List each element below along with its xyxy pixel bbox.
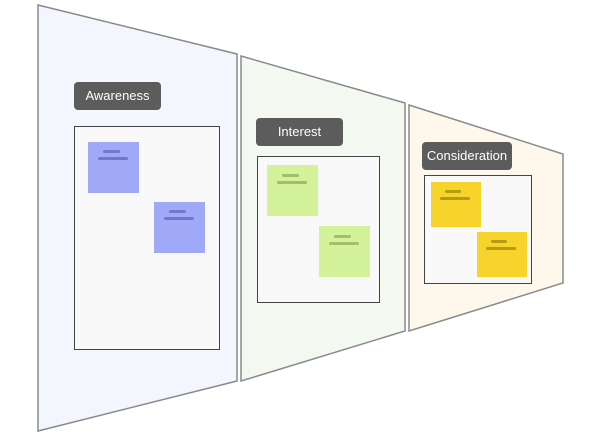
stage-label-awareness[interactable]: Awareness — [74, 82, 161, 110]
board-awareness[interactable] — [74, 126, 220, 350]
note-text-line — [440, 197, 470, 200]
note-text-line — [486, 247, 516, 250]
sticky-note[interactable] — [88, 142, 139, 193]
board-consideration[interactable] — [424, 175, 532, 284]
note-text-line — [445, 190, 461, 193]
note-text-line — [491, 240, 507, 243]
stage-label-consideration[interactable]: Consideration — [422, 142, 512, 170]
note-text-line — [282, 174, 299, 177]
note-text-line — [164, 217, 194, 220]
sticky-note[interactable] — [319, 226, 370, 277]
note-text-line — [334, 235, 351, 238]
note-text-line — [103, 150, 120, 153]
sticky-note[interactable] — [267, 165, 318, 216]
board-interest[interactable] — [257, 156, 380, 303]
note-text-line — [98, 157, 128, 160]
note-text-line — [329, 242, 359, 245]
stage-label-interest[interactable]: Interest — [256, 118, 343, 146]
note-text-line — [277, 181, 307, 184]
sticky-note[interactable] — [154, 202, 205, 253]
note-text-line — [169, 210, 186, 213]
sticky-note[interactable] — [477, 232, 527, 277]
sticky-note[interactable] — [431, 182, 481, 227]
